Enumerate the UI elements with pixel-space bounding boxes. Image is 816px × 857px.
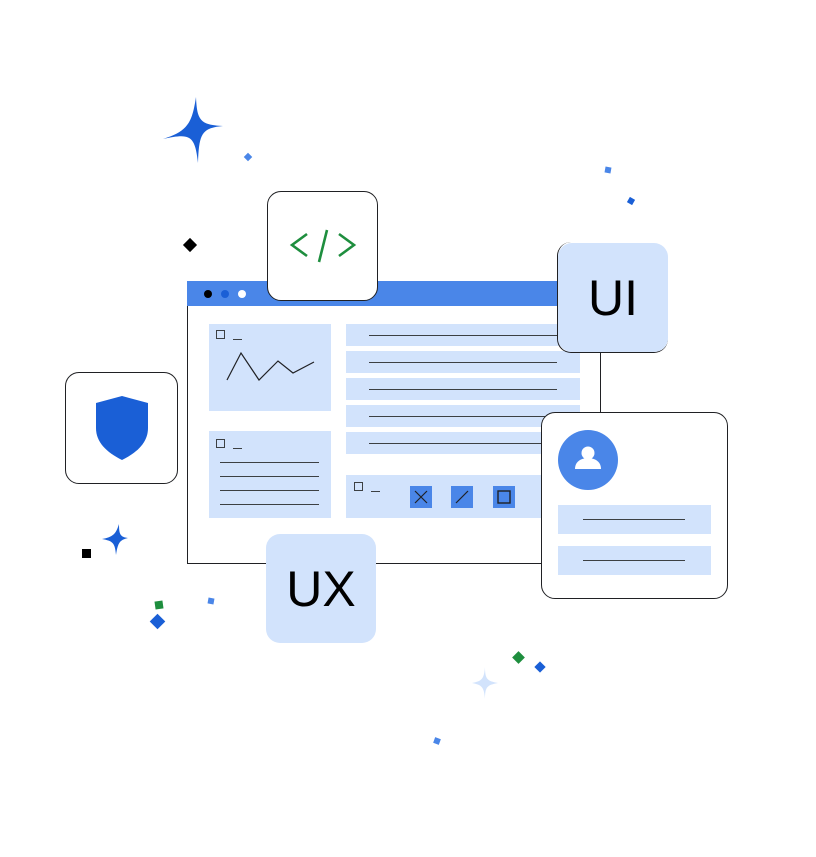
- text-line: [220, 504, 319, 505]
- confetti-square-green: [154, 600, 164, 610]
- close-x-tool: [410, 486, 432, 508]
- ux-label: UX: [286, 560, 356, 617]
- line-chart-icon: [226, 351, 315, 381]
- confetti-square: [433, 737, 441, 745]
- confetti-square: [626, 196, 636, 206]
- confetti-square: [207, 597, 215, 605]
- square-icon: [497, 490, 511, 504]
- text-line: [220, 490, 319, 491]
- close-x-icon: [414, 490, 428, 504]
- ui-card-shadow: [557, 242, 668, 353]
- square-tool: [493, 486, 515, 508]
- confetti-square: [604, 166, 612, 174]
- confetti-diamond-black: [182, 237, 198, 253]
- text-line: [220, 462, 319, 463]
- sparkle-faint-icon: [472, 667, 498, 699]
- code-icon: [289, 229, 356, 263]
- confetti-diamond: [243, 152, 253, 162]
- text-line: [220, 476, 319, 477]
- security-card: [65, 372, 178, 484]
- chart-panel: [209, 324, 331, 411]
- slash-icon: [455, 490, 469, 504]
- confetti-diamond: [534, 661, 546, 673]
- profile-row-line: [583, 519, 685, 520]
- window-dot-black: [204, 290, 212, 298]
- ui-label: UI: [588, 269, 638, 326]
- list-row-line: [369, 362, 557, 363]
- list-row-line: [369, 443, 557, 444]
- confetti-diamond-green: [512, 651, 525, 664]
- dash-icon: [233, 448, 242, 449]
- checkbox-icon: [216, 330, 225, 339]
- window-dot-blue: [221, 290, 229, 298]
- profile-row-line: [583, 560, 685, 561]
- dash-icon: [233, 339, 242, 340]
- checkbox-icon: [354, 482, 363, 491]
- ux-card: UX: [266, 534, 376, 643]
- dash-icon: [371, 491, 380, 492]
- list-row-line: [369, 335, 557, 336]
- list-row-line: [369, 389, 557, 390]
- confetti-diamond: [149, 613, 166, 630]
- code-card: [267, 191, 378, 301]
- sparkle-large-icon: [163, 97, 223, 163]
- list-row-line: [369, 416, 557, 417]
- checkbox-icon: [216, 439, 225, 448]
- window-titlebar: [187, 281, 601, 306]
- window-dot-white: [238, 290, 246, 298]
- avatar: [558, 430, 618, 490]
- sparkle-small-icon: [102, 524, 128, 555]
- confetti-square-black: [82, 549, 91, 558]
- text-panel: [209, 431, 331, 518]
- ui-card: UI: [558, 243, 668, 352]
- shield-icon: [95, 396, 148, 460]
- user-avatar-icon: [575, 446, 601, 469]
- slash-tool: [451, 486, 473, 508]
